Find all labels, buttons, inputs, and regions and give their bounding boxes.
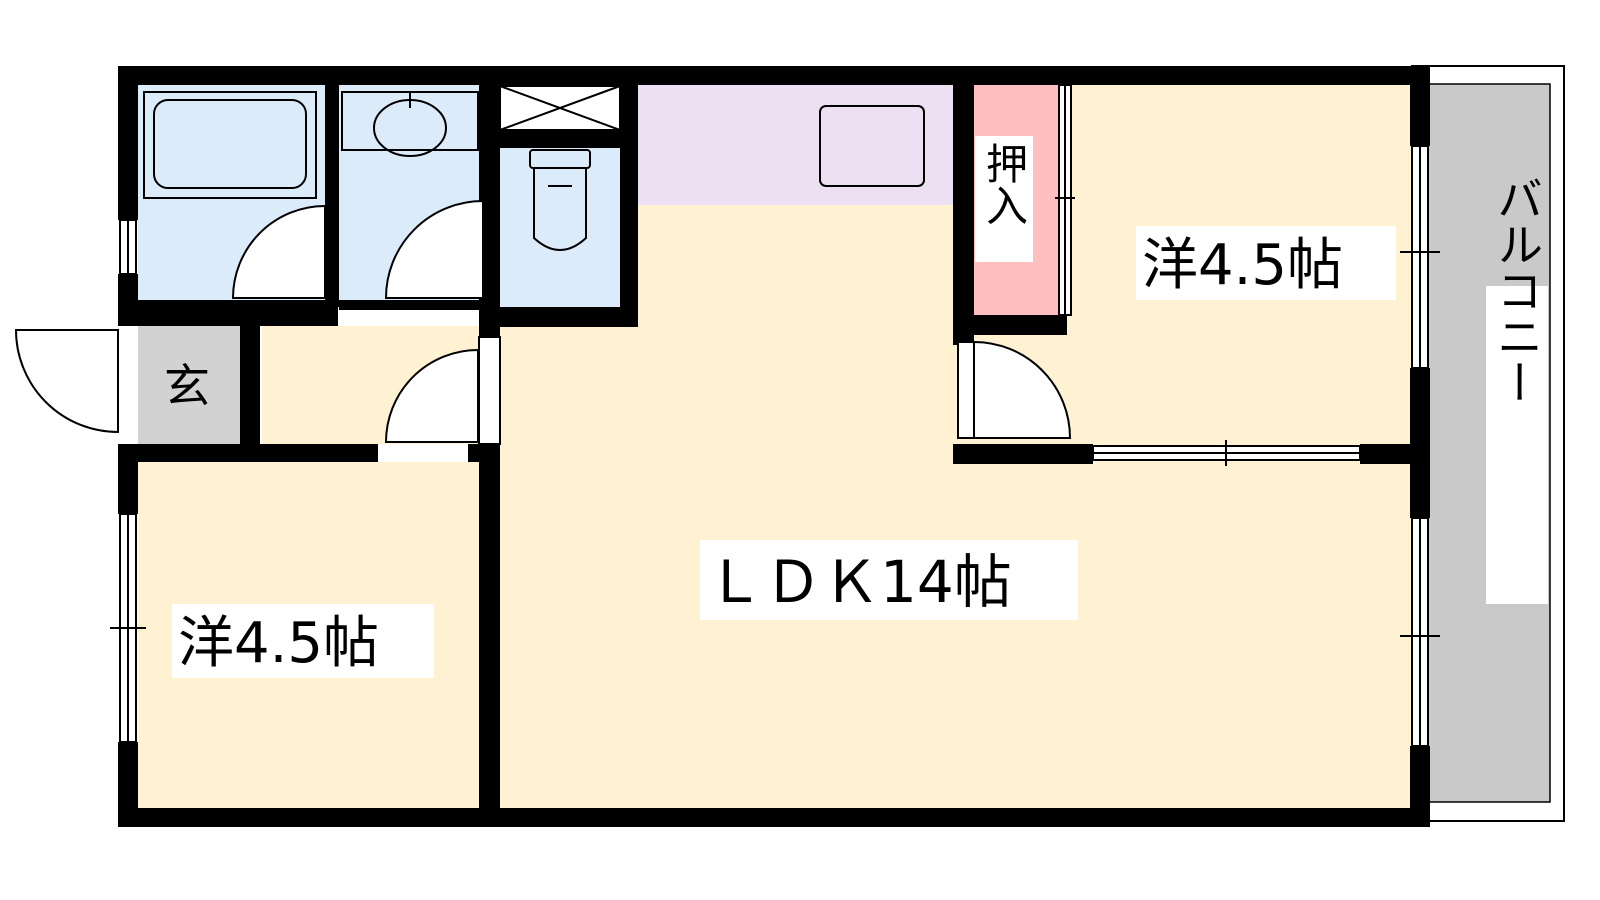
balcony-label: バルコニー: [1490, 175, 1544, 405]
room-labels: 押入 洋4.5帖 洋4.5帖 ＬＤＫ14帖 玄: [164, 136, 1396, 678]
bathtub-fixture: [143, 91, 317, 199]
walls: [118, 66, 1430, 827]
closet-label: 押入: [980, 142, 1029, 226]
toilet-floor: [500, 148, 620, 307]
balcony: バルコニー: [1411, 65, 1565, 822]
sink-fixture: [341, 91, 479, 157]
stove-fixture: [819, 105, 925, 187]
toilet-fixture: [529, 149, 591, 251]
entrance-label: 玄: [164, 359, 210, 413]
windows: [110, 84, 1440, 747]
storage-x-box: [499, 85, 621, 131]
western-room-upper-label: 洋4.5帖: [1142, 233, 1343, 298]
ldk-label: ＬＤＫ14帖: [706, 548, 1012, 616]
doors: [14, 199, 1072, 445]
western-room-lower-label: 洋4.5帖: [178, 611, 379, 676]
entrance-floor: [138, 326, 240, 444]
